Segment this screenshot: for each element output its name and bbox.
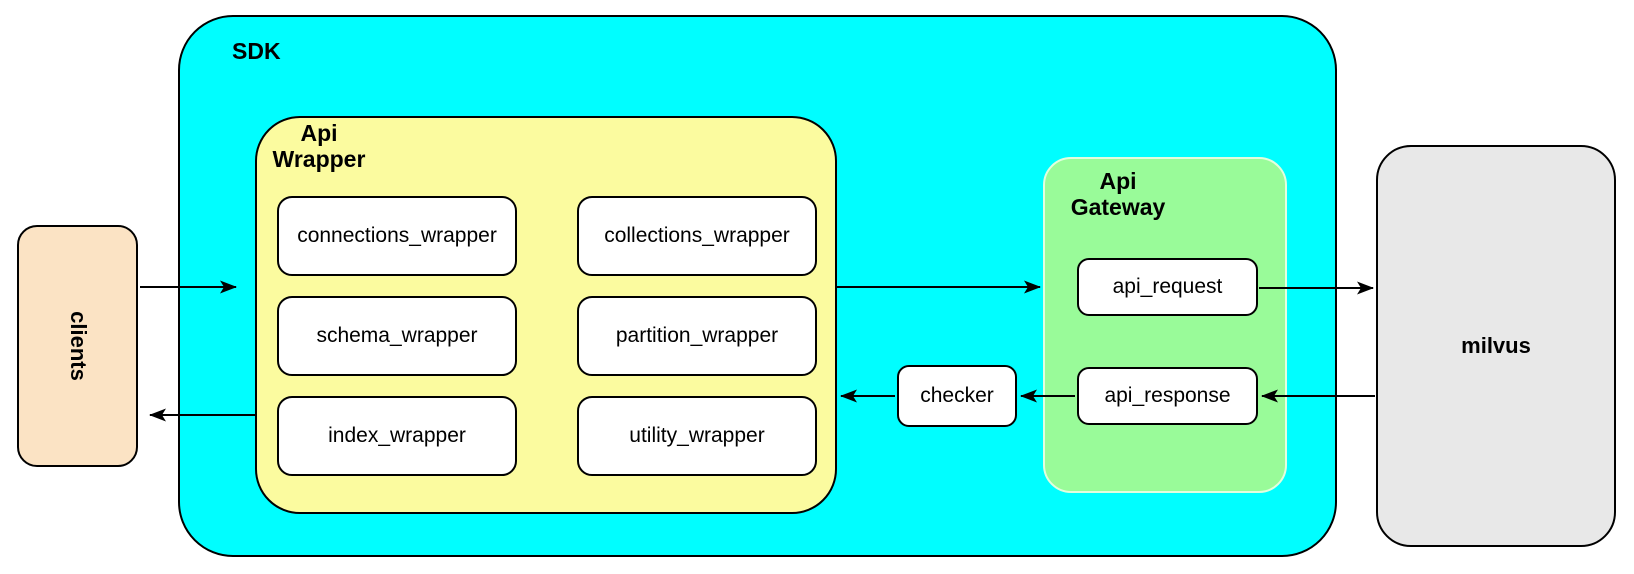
milvus-node: milvus xyxy=(1376,145,1616,547)
utility-wrapper-node: utility_wrapper xyxy=(577,396,817,476)
clients-label: clients xyxy=(65,311,91,381)
api-gateway-label: Api Gateway xyxy=(1070,168,1166,221)
api-response-node: api_response xyxy=(1077,367,1258,425)
milvus-label: milvus xyxy=(1461,333,1531,358)
sdk-label: SDK xyxy=(232,38,281,64)
api-gateway-container xyxy=(1043,157,1287,493)
clients-node: clients xyxy=(17,225,138,467)
connections-wrapper-node: connections_wrapper xyxy=(277,196,517,276)
schema-wrapper-node: schema_wrapper xyxy=(277,296,517,376)
index-wrapper-node: index_wrapper xyxy=(277,396,517,476)
checker-node: checker xyxy=(897,365,1017,427)
partition-wrapper-node: partition_wrapper xyxy=(577,296,817,376)
collections-wrapper-node: collections_wrapper xyxy=(577,196,817,276)
api-request-node: api_request xyxy=(1077,258,1258,316)
api-wrapper-label: Api Wrapper xyxy=(272,120,366,173)
